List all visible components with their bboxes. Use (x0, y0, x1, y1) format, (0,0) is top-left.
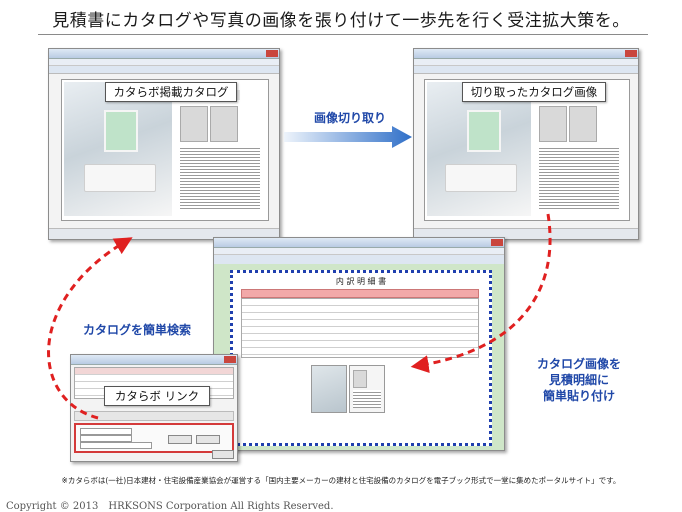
paste-label: カタログ画像を 見積明細に 簡単貼り付け (514, 356, 644, 404)
paste-label-line: カタログ画像を (536, 357, 621, 371)
estimate-app-window[interactable]: 内 訳 明 細 書 (213, 237, 505, 451)
catalog-page-spread (424, 79, 630, 221)
toolbar[interactable] (414, 66, 638, 74)
crop-arrow (284, 126, 412, 148)
bathroom-photo (64, 82, 172, 216)
spec-text (180, 146, 260, 210)
search-arrow (47, 237, 133, 420)
menu-bar[interactable] (414, 59, 638, 66)
link-app-callout: カタらボ リンク (104, 386, 210, 406)
close-button[interactable] (212, 450, 234, 459)
copyright: Copyright © 2013 HRKSONS Corporation All… (6, 501, 334, 512)
search-field[interactable] (80, 442, 152, 449)
spec-text (353, 390, 381, 408)
paste-arrow (410, 213, 552, 373)
crop-label: 画像切り取り (313, 111, 386, 125)
product-thumb (210, 106, 238, 142)
photo-bathtub (445, 164, 517, 192)
product-thumb (569, 106, 597, 142)
menu-bar[interactable] (214, 248, 504, 255)
catalog-callout: カタらボ掲載カタログ (105, 82, 237, 102)
close-icon[interactable] (266, 50, 278, 57)
photo-bathtub (84, 164, 156, 192)
close-icon[interactable] (224, 356, 236, 363)
paste-label-line: 簡単貼り付け (542, 389, 615, 403)
close-icon[interactable] (625, 50, 637, 57)
photo-window (104, 110, 138, 152)
search-field[interactable] (80, 428, 132, 435)
status-bar (49, 228, 279, 239)
estimate-table (241, 298, 479, 358)
spec-text (539, 146, 619, 210)
search-field[interactable] (80, 435, 132, 442)
search-panel[interactable] (74, 423, 234, 453)
footer-note: ※カタらボは(一社)日本建材・住宅設備産業協会が運営する「国内主要メーカーの建材… (61, 476, 621, 485)
page-title: 見積書にカタログや写真の画像を張り付けて一歩先を行く受注拡大策を。 (52, 11, 630, 31)
toolbar[interactable] (49, 66, 279, 74)
product-thumb (180, 106, 208, 142)
search-label: カタログを簡単検索 (82, 323, 191, 337)
window-titlebar[interactable] (414, 49, 638, 59)
product-thumb (539, 106, 567, 142)
list-item[interactable] (75, 375, 233, 382)
button-row[interactable] (74, 411, 234, 421)
menu-bar[interactable] (49, 59, 279, 66)
photo-window (467, 110, 501, 152)
estimate-table-header (241, 289, 479, 298)
link-app-window[interactable] (70, 354, 238, 462)
close-icon[interactable] (491, 239, 503, 246)
window-titlebar[interactable] (214, 238, 504, 248)
cut-image-window[interactable] (413, 48, 639, 240)
catalog-page-spread (61, 79, 269, 221)
cut-image-callout: 切り取ったカタログ画像 (462, 82, 606, 102)
pasted-bathroom-image (311, 365, 347, 413)
status-bar (414, 228, 638, 239)
sheet-area: 内 訳 明 細 書 (214, 264, 504, 450)
window-titlebar[interactable] (49, 49, 279, 59)
search-button[interactable] (168, 435, 192, 444)
bathroom-photo (427, 82, 531, 216)
estimate-sheet-heading: 内 訳 明 細 書 (335, 277, 387, 286)
search-button[interactable] (196, 435, 220, 444)
window-titlebar[interactable] (71, 355, 237, 365)
paste-label-line: 見積明細に (548, 373, 609, 387)
title-divider (38, 34, 648, 35)
pasted-catalog-image (349, 365, 385, 413)
product-thumb (353, 370, 367, 388)
list-item[interactable] (75, 368, 233, 375)
catalog-viewer-window[interactable] (48, 48, 280, 240)
